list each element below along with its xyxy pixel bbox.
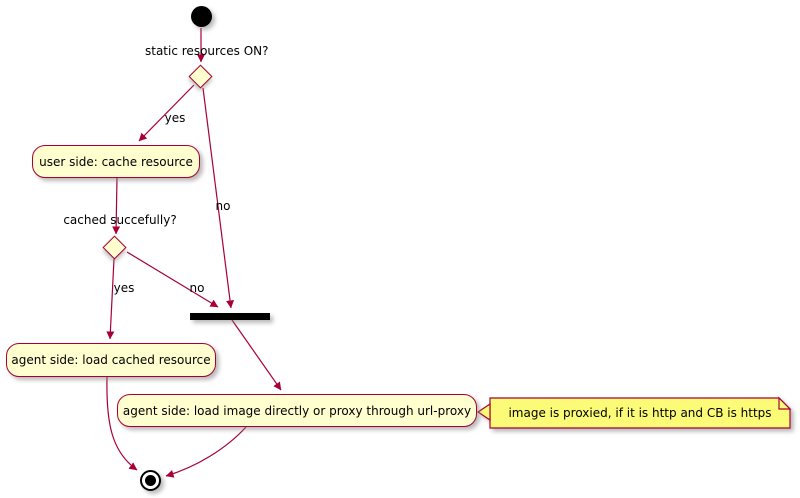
note [476, 396, 792, 429]
end-node-inner [145, 475, 156, 486]
edge-activity3-to-end [165, 426, 247, 478]
edge-activity1-to-decision2 [112, 177, 121, 235]
edge-join-to-activity3 [231, 319, 282, 391]
decision1-yes-label: yes [164, 111, 186, 125]
join-bar [190, 313, 270, 320]
decision2-no-label: no [189, 281, 205, 295]
decision2-yes-label: yes [113, 281, 135, 295]
decision2-question: cached succefully? [63, 213, 177, 227]
edge-activity2-to-end [106, 376, 138, 471]
note-text: image is proxied, if it is http and CB i… [508, 406, 772, 420]
start-node [191, 6, 212, 27]
edge-decision1-yes-to-activity1 [138, 84, 195, 142]
note-body [489, 397, 791, 429]
edge-decision2-no-to-join [126, 251, 219, 308]
note-fold-corner [778, 396, 792, 410]
decision1-no-label: no [215, 199, 231, 213]
decision1-question: static resources ON? [145, 44, 269, 58]
activity-load-image-or-proxy: agent side: load image directly or proxy… [117, 394, 477, 427]
edge-decision2-yes-to-activity2 [106, 258, 115, 340]
activity-load-cached-resource: agent side: load cached resource [6, 343, 216, 377]
note-pointer [476, 402, 491, 422]
edge-decision1-no-to-join [202, 87, 235, 309]
activity-user-cache-resource: user side: cache resource [32, 145, 200, 178]
